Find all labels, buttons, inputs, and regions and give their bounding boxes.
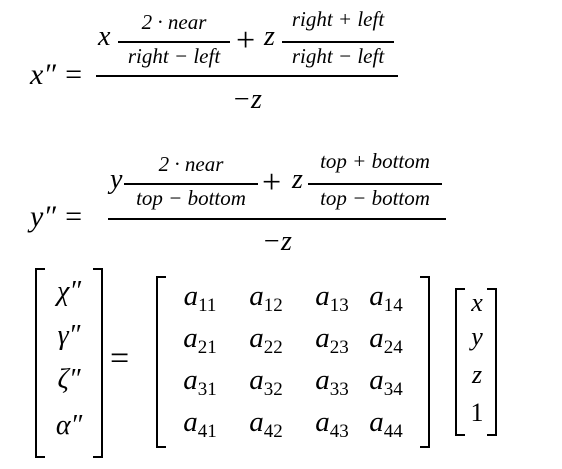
denominator-minus-z: −z <box>232 84 262 115</box>
coefficient-y: y <box>110 164 123 195</box>
vector-gamma: γ″ <box>57 320 81 351</box>
plus-sign: + <box>236 22 256 59</box>
vector-x: x <box>471 288 483 317</box>
matrix-cell-a14: a14 <box>369 280 403 316</box>
matrix-cell-a33: a33 <box>315 364 349 400</box>
matrix-cell-a11: a11 <box>183 280 217 316</box>
matrix-cell-a44: a44 <box>369 406 403 442</box>
vector-left-bracket <box>455 288 465 436</box>
denominator-top-minus-bottom: top − bottom <box>320 186 430 210</box>
denominator-right-minus-left: right − left <box>127 44 221 68</box>
matrix-left-bracket <box>156 276 166 448</box>
matrix-right-bracket <box>420 276 430 448</box>
fraction-bar <box>124 183 258 185</box>
vector-chi: χ″ <box>57 276 81 307</box>
matrix-cell-a42: a42 <box>249 406 283 442</box>
matrix-cell-a12: a12 <box>249 280 283 316</box>
vector-alpha: α″ <box>55 410 83 441</box>
matrix-cell-a21: a21 <box>183 322 217 358</box>
denominator-top-minus-bottom: top − bottom <box>136 186 246 210</box>
vector-z: z <box>471 360 483 389</box>
matrix-cell-a41: a41 <box>183 406 217 442</box>
lhs-x-double-prime: x″ = <box>30 58 84 91</box>
vector-zeta: ζ″ <box>57 364 81 395</box>
fraction-bar <box>118 41 230 43</box>
numerator-top-plus-bottom: top + bottom <box>320 149 430 173</box>
matrix-cell-a34: a34 <box>369 364 403 400</box>
matrix-cell-a13: a13 <box>315 280 349 316</box>
left-bracket <box>35 268 45 458</box>
fraction-bar <box>308 183 442 185</box>
fraction-bar <box>282 41 394 43</box>
vector-y: y <box>471 322 483 351</box>
matrix-cell-a43: a43 <box>315 406 349 442</box>
matrix-cell-a22: a22 <box>249 322 283 358</box>
lhs-y-double-prime: y″ = <box>30 200 84 233</box>
matrix-cell-a31: a31 <box>183 364 217 400</box>
coefficient-z: z <box>292 164 303 195</box>
equals-sign: = <box>110 340 130 377</box>
vector-right-bracket <box>487 288 497 436</box>
main-fraction-bar <box>96 75 398 77</box>
matrix-cell-a24: a24 <box>369 322 403 358</box>
main-fraction-bar <box>108 218 446 220</box>
matrix-cell-a23: a23 <box>315 322 349 358</box>
coefficient-z: z <box>264 21 275 52</box>
right-bracket <box>93 268 103 458</box>
vector-one: 1 <box>470 398 484 427</box>
numerator-2-near: 2 · near <box>158 152 224 176</box>
denominator-right-minus-left: right − left <box>291 44 385 68</box>
numerator-2-near: 2 · near <box>141 10 207 34</box>
plus-sign: + <box>262 164 282 201</box>
denominator-minus-z: −z <box>262 226 292 257</box>
numerator-right-plus-left: right + left <box>291 7 385 31</box>
coefficient-x: x <box>98 21 111 52</box>
matrix-cell-a32: a32 <box>249 364 283 400</box>
